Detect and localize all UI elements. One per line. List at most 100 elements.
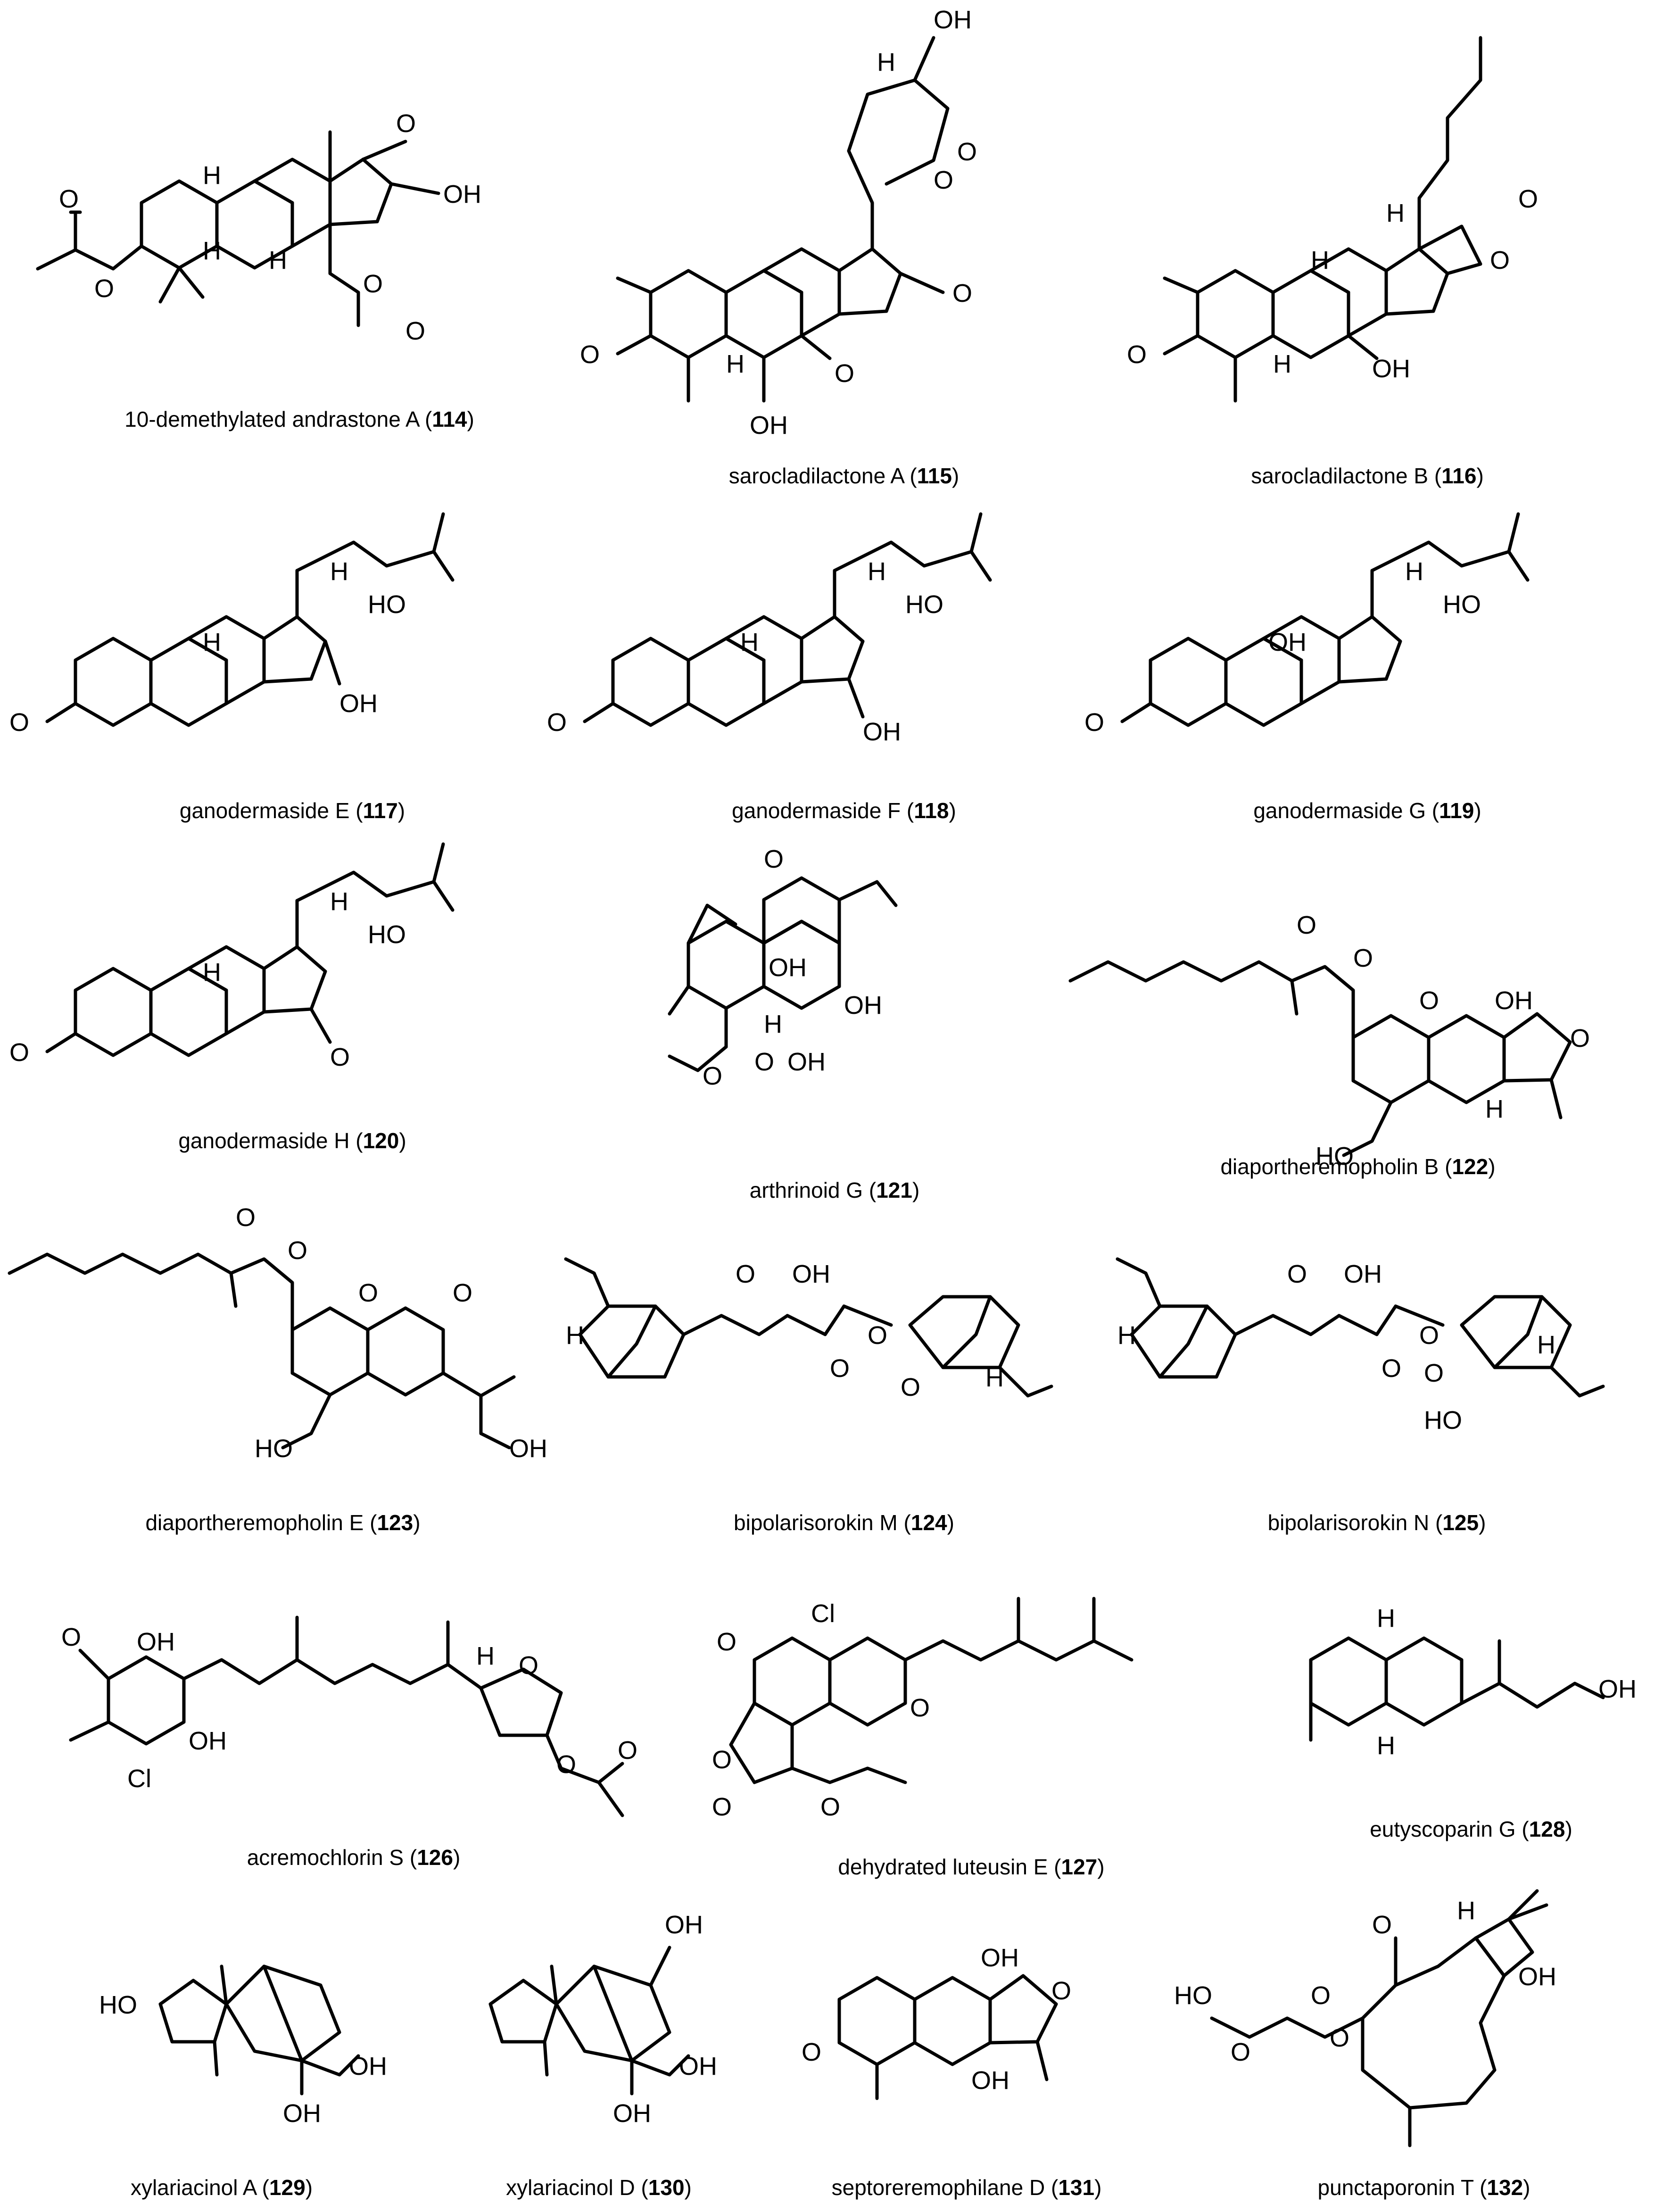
atom-label: O	[712, 1746, 732, 1774]
atom-label: O	[1231, 2038, 1250, 2066]
atom-label: O	[59, 185, 79, 213]
compound-115-structure: O OH O O O OH H O H	[580, 6, 977, 439]
atom-label: O	[580, 340, 600, 369]
compound-122-structure: O O O OH O H HO	[1068, 911, 1590, 1170]
atom-label: HO	[368, 920, 406, 949]
atom-label: OH	[349, 2052, 387, 2080]
atom-label: O	[764, 845, 784, 873]
atom-label: O	[1424, 1359, 1444, 1387]
atom-label: O	[1372, 1911, 1392, 1939]
atom-label: O	[820, 1793, 840, 1821]
compound-119-caption: ganodermaside G (119)	[1253, 798, 1481, 823]
atom-label: O	[717, 1628, 736, 1656]
atom-label: O	[802, 2038, 821, 2066]
atom-label: H	[203, 237, 221, 265]
atom-label: H	[1273, 350, 1291, 378]
atom-label: O	[1419, 986, 1439, 1015]
atom-label: O	[703, 1062, 722, 1090]
atom-label: O	[934, 166, 953, 194]
atom-label: O	[1127, 340, 1147, 369]
atom-label: O	[868, 1321, 887, 1350]
atom-label: Cl	[127, 1765, 151, 1793]
atom-label: O	[1419, 1321, 1439, 1350]
compound-119-structure: O OH HO H	[1084, 512, 1530, 737]
atom-label: OH	[863, 718, 901, 746]
compound-132-caption: punctaporonin T (132)	[1318, 2175, 1530, 2200]
atom-label: O	[1518, 185, 1538, 213]
compound-114-caption: 10-demethylated andrastone A (114)	[124, 407, 474, 431]
atom-label: OH	[981, 1944, 1019, 1972]
atom-label: O	[9, 1038, 29, 1067]
compound-126-structure: O OH OH Cl H O O O	[61, 1616, 637, 1817]
compound-122-caption: diaportheremopholin B (122)	[1220, 1154, 1495, 1179]
compound-128-structure: H H OH	[1309, 1604, 1637, 1760]
compound-127-structure: O Cl O O O O	[712, 1597, 1133, 1821]
atom-label: HO	[255, 1434, 293, 1463]
atom-label: OH	[792, 1260, 830, 1288]
atom-label: H	[1457, 1897, 1475, 1925]
atom-label: H	[476, 1642, 495, 1670]
compound-114-structure: O OH O O H H H O O	[36, 109, 481, 345]
compound-132-structure: O H OH O O HO O	[1174, 1889, 1556, 2147]
atom-label: OH	[787, 1048, 826, 1076]
atom-label: OH	[1598, 1675, 1637, 1703]
atom-label: H	[1117, 1321, 1136, 1350]
atom-label: O	[288, 1236, 307, 1265]
atom-label: HO	[99, 1991, 137, 2019]
atom-label: OH	[613, 2099, 651, 2128]
atom-label: H	[566, 1321, 584, 1350]
compound-117-structure: O H OH HO H	[9, 512, 455, 737]
atom-label: O	[1084, 708, 1104, 737]
atom-label: HO	[368, 590, 406, 619]
atom-label: O	[957, 138, 977, 166]
atom-label: O	[519, 1651, 538, 1680]
atom-label: O	[712, 1793, 732, 1821]
atom-label: OH	[750, 411, 788, 439]
atom-label: O	[1330, 2024, 1349, 2052]
atom-label: O	[1311, 1981, 1331, 2010]
compound-131-caption: septoreremophilane D (131)	[832, 2175, 1102, 2200]
atom-label: O	[556, 1750, 576, 1779]
atom-label: OH	[509, 1434, 547, 1463]
atom-label: OH	[1268, 628, 1307, 656]
atom-label: O	[910, 1694, 930, 1722]
atom-label: O	[61, 1623, 81, 1651]
atom-label: O	[453, 1279, 472, 1307]
atom-label: HO	[1424, 1406, 1462, 1434]
compound-115-caption: sarocladilactone A (115)	[729, 464, 959, 488]
atom-label: O	[736, 1260, 755, 1288]
atom-label: H	[330, 557, 348, 586]
compound-116-structure: O H OH H H O O	[1127, 36, 1538, 403]
atom-label: H	[203, 161, 221, 190]
atom-label: H	[269, 246, 287, 274]
atom-label: OH	[1344, 1260, 1382, 1288]
atom-label: OH	[769, 953, 807, 982]
atom-label: O	[94, 274, 114, 303]
atom-label: H	[740, 628, 759, 656]
atom-label: HO	[1174, 1981, 1212, 2010]
compound-126-caption: acremochlorin S (126)	[247, 1845, 461, 1870]
atom-label: OH	[283, 2099, 321, 2128]
atom-label: O	[618, 1736, 637, 1765]
atom-label: O	[830, 1354, 850, 1383]
atom-label: H	[1405, 557, 1423, 586]
atom-label: O	[547, 708, 567, 737]
atom-label: Cl	[811, 1599, 835, 1628]
compound-121-structure: O OH H OH OH O O	[668, 845, 898, 1090]
atom-label: O	[330, 1043, 350, 1071]
atom-label: HO	[1443, 590, 1481, 619]
atom-label: O	[405, 317, 425, 345]
atom-label: O	[1297, 911, 1316, 939]
atom-label: H	[1377, 1731, 1395, 1760]
atom-label: OH	[339, 689, 378, 718]
atom-label: O	[9, 708, 29, 737]
atom-label: HO	[1315, 1142, 1354, 1170]
atom-label: O	[236, 1203, 256, 1232]
compound-131-structure: O OH O OH	[802, 1944, 1071, 2100]
atom-label: O	[1353, 944, 1373, 972]
compound-118-structure: O H OH HO H	[547, 512, 992, 746]
compound-130-caption: xylariacinol D (130)	[506, 2175, 692, 2200]
compound-117-caption: ganodermaside E (117)	[180, 798, 405, 823]
atom-label: O	[1381, 1354, 1401, 1383]
